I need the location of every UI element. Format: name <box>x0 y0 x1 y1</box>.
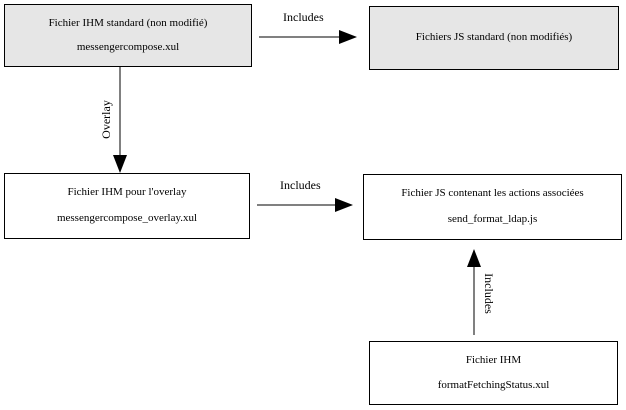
node-fetch-ui-title: Fichier IHM <box>465 353 522 366</box>
node-standard-js: Fichiers JS standard (non modifiés) <box>369 6 619 70</box>
node-standard-js-title: Fichiers JS standard (non modifiés) <box>415 31 573 44</box>
node-standard-ui-title: Fichier IHM standard (non modifié) <box>48 16 208 29</box>
label-fetch-includes: Includes <box>481 273 496 314</box>
node-fetch-ui: Fichier IHM formatFetchingStatus.xul <box>369 341 618 405</box>
node-fetch-ui-file: formatFetchingStatus.xul <box>437 378 550 391</box>
node-actions-js: Fichier JS contenant les actions associé… <box>363 174 622 240</box>
node-standard-ui-file: messengercompose.xul <box>76 41 180 54</box>
node-overlay-ui-title: Fichier IHM pour l'overlay <box>67 186 187 199</box>
node-overlay-ui-file: messengercompose_overlay.xul <box>56 212 198 225</box>
node-actions-js-file: send_format_ldap.js <box>447 213 538 226</box>
label-overlay-includes: Includes <box>280 178 321 192</box>
node-overlay-ui: Fichier IHM pour l'overlay messengercomp… <box>4 173 250 239</box>
label-overlay: Overlay <box>98 100 113 139</box>
node-actions-js-title: Fichier JS contenant les actions associé… <box>401 187 584 200</box>
label-std-includes: Includes <box>283 10 324 24</box>
node-standard-ui: Fichier IHM standard (non modifié) messe… <box>4 4 252 67</box>
